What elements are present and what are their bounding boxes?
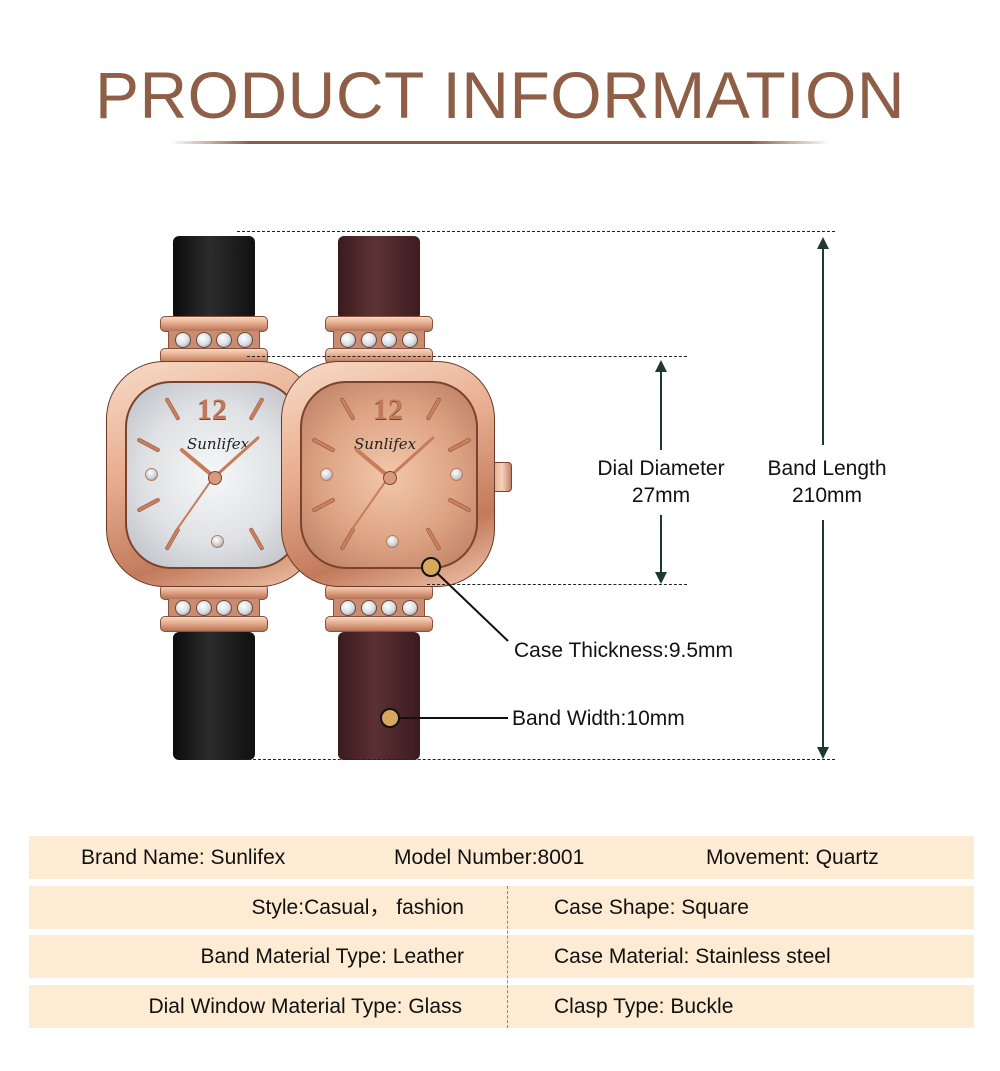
brand-logo: Sunlifex <box>187 435 250 453</box>
gem-row <box>333 331 425 349</box>
watch-case-rose: 12 Sunlifex <box>281 361 495 587</box>
dial-gem-icon <box>145 468 158 481</box>
center-pin <box>383 471 397 485</box>
gem-icon <box>360 332 377 348</box>
dial-top-guide <box>247 356 687 357</box>
gem-icon <box>236 332 253 348</box>
callout-leader-line <box>398 572 509 719</box>
spec-row: Band Material Type: Leather Case Materia… <box>29 935 974 978</box>
gem-icon <box>340 600 357 616</box>
gem-icon <box>195 600 212 616</box>
spec-row: Style:Casual， fashion Case Shape: Square <box>29 886 974 929</box>
dial-silver: 12 Sunlifex <box>125 381 301 569</box>
gem-icon <box>381 332 398 348</box>
spec-row: Dial Window Material Type: Glass Clasp T… <box>29 985 974 1028</box>
dial-gem-icon <box>450 468 463 481</box>
band-arrow-line <box>822 247 824 445</box>
dial-gem-icon <box>320 468 333 481</box>
gem-row <box>168 331 260 349</box>
brand-logo: Sunlifex <box>354 435 417 453</box>
page-title: PRODUCT INFORMATION <box>94 58 906 132</box>
dial-arrow-line <box>660 370 662 450</box>
dial-bottom-guide <box>427 584 687 585</box>
dial-numeral-12: 12 <box>373 393 403 426</box>
black-strap-bottom <box>173 632 255 760</box>
callout-dot-icon <box>380 708 400 728</box>
watch-case-silver: 12 Sunlifex <box>106 361 318 587</box>
band-length-bottom-guide <box>238 759 835 760</box>
gem-icon <box>236 600 253 616</box>
spec-band-material: Band Material Type: Leather <box>200 945 464 968</box>
gem-icon <box>216 600 233 616</box>
spec-brand-name: Brand Name: Sunlifex <box>81 846 286 869</box>
brown-strap-bottom <box>338 632 420 760</box>
gem-icon <box>175 600 192 616</box>
gem-icon <box>340 332 357 348</box>
gem-icon <box>401 332 418 348</box>
arrow-up-icon <box>817 237 829 249</box>
spec-clasp-type: Clasp Type: Buckle <box>554 995 734 1018</box>
dial-gem-icon <box>211 535 224 548</box>
callout-dot-icon <box>421 557 441 577</box>
spec-case-shape: Case Shape: Square <box>554 896 749 919</box>
gem-icon <box>216 332 233 348</box>
band-length-value: 210mm <box>791 484 863 507</box>
dial-rose: 12 Sunlifex <box>300 381 478 569</box>
dial-diameter-title: Dial Diameter <box>597 457 725 480</box>
dial-diameter-value: 27mm <box>631 484 691 507</box>
dial-numeral-12: 12 <box>197 393 227 426</box>
arrow-down-icon <box>655 572 667 584</box>
gem-icon <box>195 332 212 348</box>
lug-bar <box>160 616 268 632</box>
gem-icon <box>381 600 398 616</box>
gem-icon <box>401 600 418 616</box>
spec-row: Brand Name: Sunlifex Model Number:8001 M… <box>29 836 974 879</box>
band-length-label: Band Length 210mm <box>748 455 906 509</box>
band-width-label: Band Width:10mm <box>512 707 685 730</box>
arrow-up-icon <box>655 360 667 372</box>
band-length-top-guide <box>237 231 835 232</box>
gem-icon <box>360 600 377 616</box>
gem-row <box>168 599 260 617</box>
dial-diameter-label: Dial Diameter 27mm <box>580 455 742 509</box>
dial-gem-icon <box>386 535 399 548</box>
spec-movement: Movement: Quartz <box>706 846 879 869</box>
column-divider <box>507 886 508 1028</box>
spec-dial-window-material: Dial Window Material Type: Glass <box>148 995 462 1018</box>
center-pin <box>208 471 222 485</box>
band-arrow-line <box>822 520 824 748</box>
product-image: 12 Sunlifex 12 Sunlifex <box>106 231 906 760</box>
black-strap-top <box>173 236 255 320</box>
lug-bar <box>325 616 433 632</box>
title-underline <box>170 141 830 144</box>
spec-model-number: Model Number:8001 <box>394 846 585 869</box>
gem-icon <box>175 332 192 348</box>
brown-strap-top <box>338 236 420 320</box>
gem-row <box>333 599 425 617</box>
dial-arrow-line <box>660 515 662 573</box>
band-length-title: Band Length <box>767 457 887 480</box>
spec-case-material: Case Material: Stainless steel <box>554 945 831 968</box>
arrow-down-icon <box>817 747 829 759</box>
case-thickness-label: Case Thickness:9.5mm <box>514 639 734 662</box>
spec-style: Style:Casual， fashion <box>251 896 464 919</box>
